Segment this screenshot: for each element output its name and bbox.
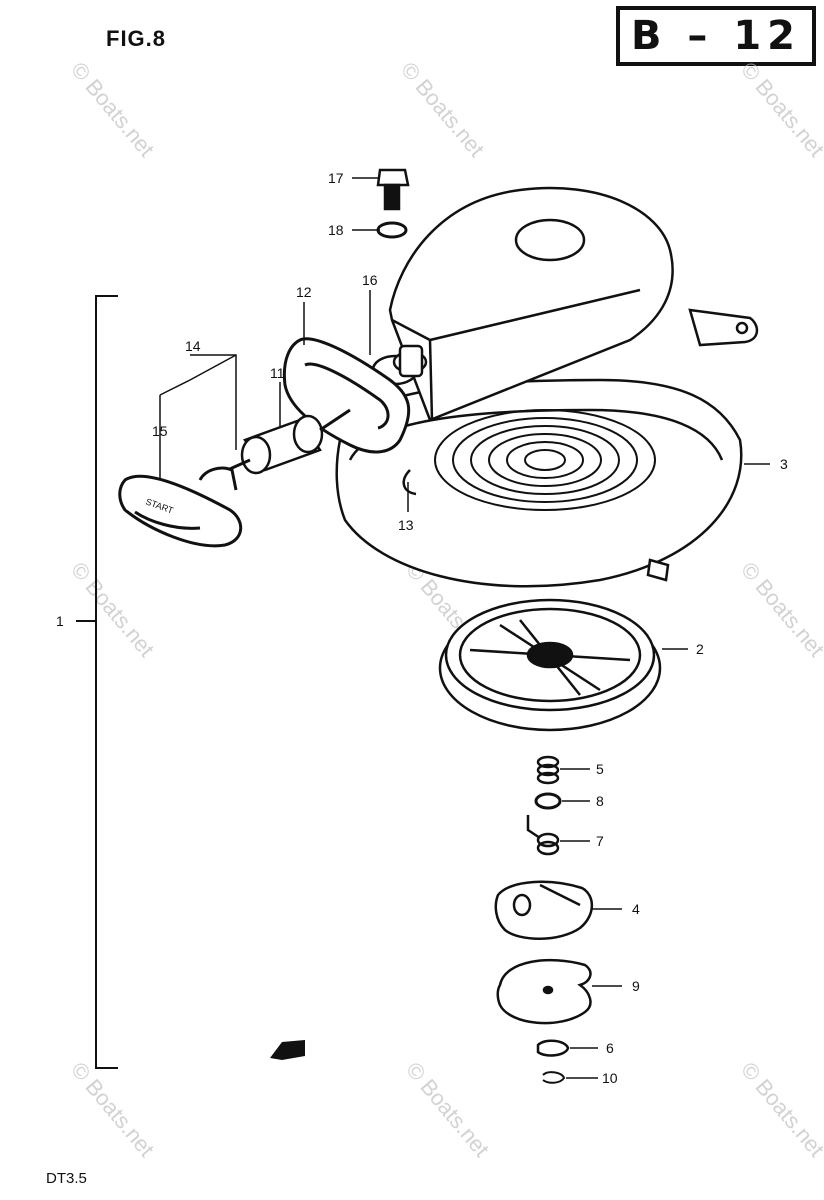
watermark-text: © Boats.net xyxy=(736,1057,824,1161)
callout-13: 13 xyxy=(398,517,414,533)
bolt xyxy=(376,168,410,211)
page-code-box: B – 12 xyxy=(616,6,816,66)
callout-6: 6 xyxy=(606,1040,614,1056)
callout-4: 4 xyxy=(632,901,640,917)
watermark-text: © Boats.net xyxy=(66,1057,159,1161)
friction-plate xyxy=(496,959,592,1025)
watermark-text: © Boats.net xyxy=(736,557,824,661)
recoil-spring xyxy=(434,409,656,511)
starter-case xyxy=(335,186,759,588)
ratchet-pawl xyxy=(494,880,594,940)
callout-15: 15 xyxy=(152,423,168,439)
watermark-text: © Boats.net xyxy=(736,57,824,161)
rope-reel xyxy=(438,598,662,732)
callout-7: 7 xyxy=(596,833,604,849)
callout-18: 18 xyxy=(328,222,344,238)
callout-11: 11 xyxy=(270,365,285,381)
callout-16: 16 xyxy=(362,272,378,288)
rope-sleeve xyxy=(240,414,324,475)
callout-2: 2 xyxy=(696,641,704,657)
callout-8: 8 xyxy=(596,793,604,809)
starter-handle: START xyxy=(118,466,243,548)
callout-10: 10 xyxy=(602,1070,618,1086)
front-arrow-icon xyxy=(270,1040,305,1060)
figure-label: FIG.8 xyxy=(106,26,167,51)
washer xyxy=(376,221,408,239)
callout-labels: 17 18 12 16 14 11 15 13 3 1 2 5 8 7 4 9 … xyxy=(56,170,788,1086)
callout-9: 9 xyxy=(632,978,640,994)
watermark-text: © Boats.net xyxy=(401,1057,494,1161)
leader-lines xyxy=(159,177,770,1079)
callout-14: 14 xyxy=(185,338,201,354)
watermark-text: © Boats.net xyxy=(396,57,489,161)
clip xyxy=(536,1039,570,1057)
pawl-spring xyxy=(526,815,560,856)
nut xyxy=(534,792,562,810)
snap-ring xyxy=(402,469,417,496)
callout-17: 17 xyxy=(328,170,344,186)
model-label: DT3.5 xyxy=(46,1170,87,1187)
e-ring xyxy=(542,1071,566,1084)
callout-12: 12 xyxy=(296,284,312,300)
callout-1: 1 xyxy=(56,613,64,629)
callout-5: 5 xyxy=(596,761,604,777)
watermark-text: © Boats.net xyxy=(66,57,159,161)
callout-3: 3 xyxy=(780,456,788,472)
watermark-text: © Boats.net xyxy=(66,557,159,661)
ratchet-spring xyxy=(536,755,560,785)
assembly-bracket xyxy=(76,295,118,1069)
